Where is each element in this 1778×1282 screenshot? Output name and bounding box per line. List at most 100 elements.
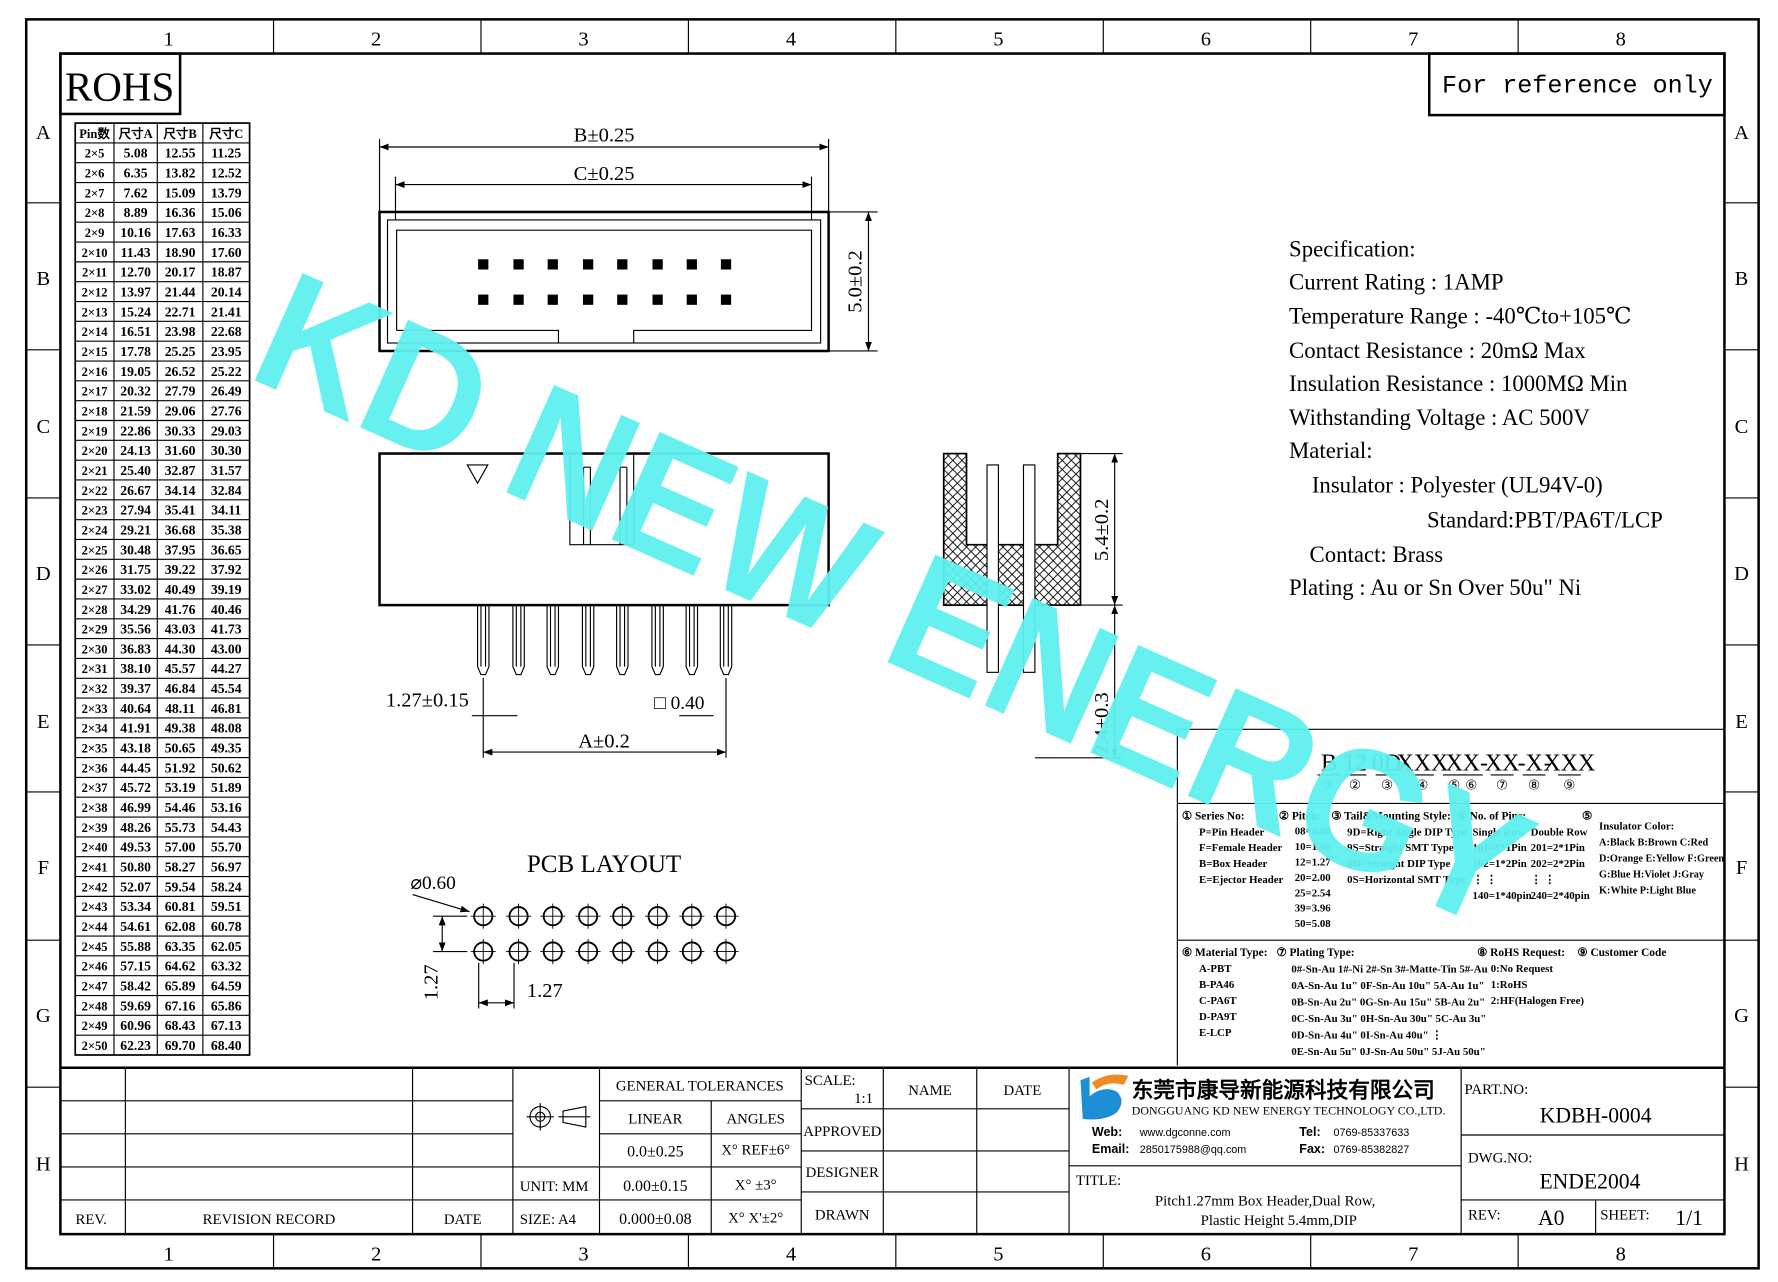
spec-line: Contact: Brass [1310, 542, 1444, 567]
dim-a-label: A±0.2 [578, 731, 630, 753]
pitch-legend: ② Pitch:08=0.8010=1.0012=1.2720=2.0025=2… [1279, 810, 1331, 930]
table-cell: 2×15 [82, 345, 108, 359]
table-cell: 68.40 [211, 1038, 242, 1053]
table-cell: 2×21 [82, 464, 108, 478]
tel-label: Tel: [1299, 1125, 1320, 1139]
table-cell: 63.32 [211, 959, 242, 974]
pin [581, 605, 595, 676]
date-column-header: DATE [1003, 1083, 1041, 1099]
pcb-hole-icon [713, 938, 739, 965]
pin-square [686, 294, 697, 305]
table-cell: 2×32 [82, 682, 108, 696]
rev-label: REV: [1468, 1207, 1501, 1223]
table-cell: 15.09 [165, 185, 196, 200]
pcb-hole-icon [609, 938, 635, 965]
spec-line: Specification: [1289, 236, 1416, 261]
table-cell: 2×18 [82, 404, 108, 418]
frame-row-right-4: E [1735, 711, 1748, 733]
table-row: 2×5 5.08 12.55 11.25 [85, 146, 242, 161]
frame-row-right-7: H [1734, 1153, 1749, 1175]
table-cell: 2×37 [82, 781, 108, 795]
spec-line: Material: [1289, 438, 1373, 463]
table-cell: 60.78 [211, 919, 242, 934]
material-legend-item: B-PA46 [1199, 979, 1235, 991]
table-cell: 54.46 [165, 800, 196, 815]
table-header: 尺寸B [163, 126, 196, 141]
rohs-legend-item: 1:RoHS [1491, 979, 1528, 991]
front-view: 1.27±0.15 □ 0.40 A±0.2 [378, 452, 830, 758]
code-marker: ② [1349, 778, 1361, 793]
table-cell: 27.79 [165, 384, 196, 399]
table-cell: 54.43 [211, 820, 242, 835]
table-cell: 44.45 [120, 760, 151, 775]
frame-row-right-2: C [1735, 416, 1749, 438]
frame-column-bottom-3: 3 [578, 1243, 588, 1265]
color-legend-title: ⑤ [1582, 810, 1592, 822]
pcb-hole-icon [540, 903, 566, 929]
tol-angle-1: X° REF±6° [721, 1142, 790, 1158]
angles-header: ANGLES [726, 1112, 784, 1128]
color-legend-item: K:White P:Light Blue [1599, 885, 1696, 896]
table-cell: 62.05 [211, 939, 242, 954]
table-cell: 35.41 [165, 503, 196, 518]
table-cell: 2×7 [85, 186, 105, 200]
table-cell: 8.89 [124, 205, 148, 220]
table-cell: 2×20 [82, 444, 108, 458]
table-header: Pin数 [79, 126, 110, 141]
frame-row-right-6: G [1734, 1005, 1749, 1027]
spec-line: Withstanding Voltage : AC 500V [1289, 405, 1590, 430]
table-cell: 5.08 [124, 146, 148, 161]
code-marker: ⑤ [1448, 778, 1460, 793]
designer-label: DESIGNER [806, 1165, 879, 1181]
pcb-hole-icon [679, 938, 705, 965]
table-cell: 19.05 [120, 364, 151, 379]
table-header: 尺寸A [119, 126, 153, 141]
table-cell: 49.53 [120, 840, 151, 855]
sheet-value: 1/1 [1675, 1206, 1703, 1230]
plating-legend-title: ⑦ Plating Type: [1277, 947, 1355, 959]
frame-row-left-6: G [36, 1005, 51, 1027]
table-cell: 43.18 [120, 741, 151, 756]
table-cell: 36.83 [120, 641, 151, 656]
pitch-legend-item: 10=1.00 [1295, 841, 1331, 853]
frame-column-top-5: 5 [993, 29, 1003, 51]
pin-square [513, 294, 524, 305]
table-cell: 2×5 [85, 147, 105, 161]
table-cell: 62.08 [165, 919, 196, 934]
drawn-label: DRAWN [815, 1207, 870, 1223]
table-cell: 50.65 [165, 741, 196, 756]
table-cell: 11.25 [211, 146, 241, 161]
code-segment: - [1480, 750, 1488, 776]
code-marker: ⑦ [1496, 778, 1508, 793]
linear-header: LINEAR [628, 1112, 682, 1128]
table-cell: 2×22 [82, 484, 108, 498]
pin-square [547, 259, 558, 270]
table-cell: 43.03 [165, 622, 196, 637]
table-cell: 16.36 [165, 205, 196, 220]
table-cell: 65.86 [211, 998, 242, 1013]
table-cell: 33.02 [120, 582, 151, 597]
dim-pitch-label: 1.27±0.15 [386, 690, 469, 712]
table-cell: 35.56 [120, 622, 151, 637]
table-cell: 16.51 [120, 324, 151, 339]
table-cell: 2×31 [82, 662, 108, 676]
frame-column-top-4: 4 [786, 29, 796, 51]
table-cell: 45.57 [165, 661, 196, 676]
material-legend-item: C-PA6T [1199, 995, 1237, 1007]
table-cell: 2×43 [82, 900, 108, 914]
pin [651, 605, 664, 676]
pin [512, 605, 525, 676]
table-cell: 12.55 [165, 146, 196, 161]
rohs-legend-item: 2:HF(Halogen Free) [1491, 995, 1585, 1007]
frame-column-bottom-5: 5 [993, 1243, 1003, 1265]
table-cell: 18.90 [165, 245, 196, 260]
